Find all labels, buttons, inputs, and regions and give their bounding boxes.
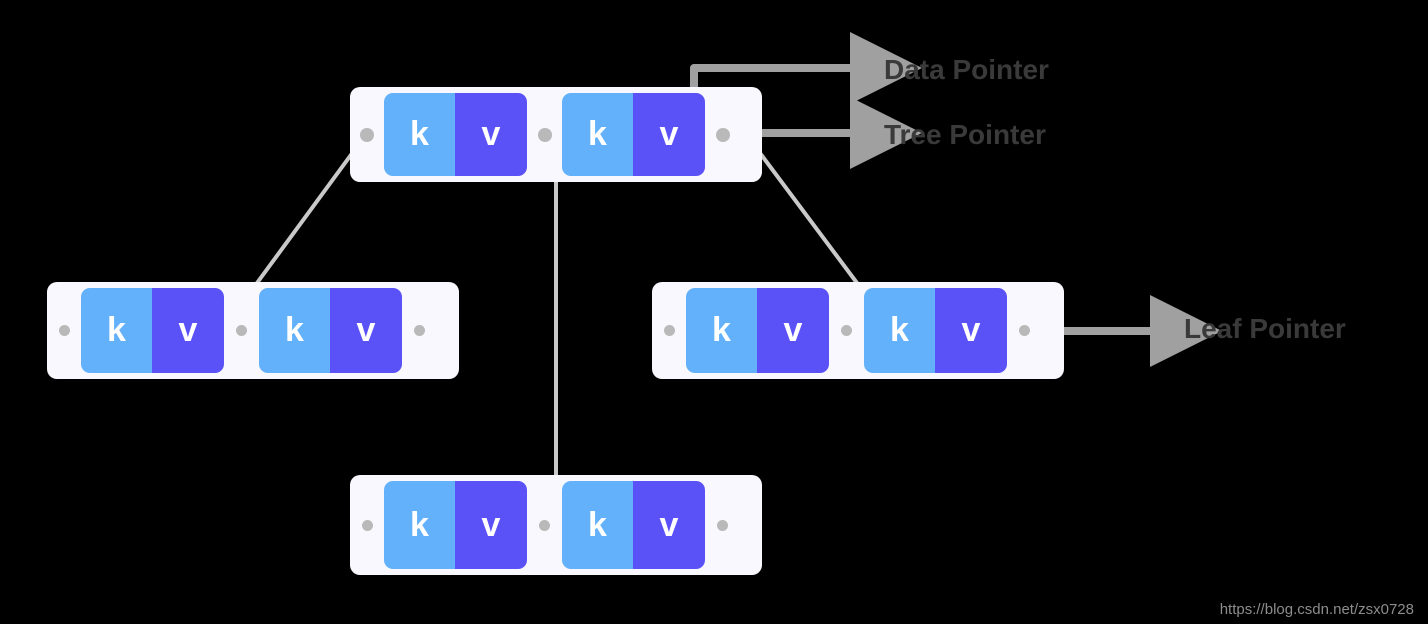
pointer-dot-icon [414,325,425,336]
pointer-dot-icon [537,127,552,142]
label-data-pointer: Data Pointer [884,54,1049,85]
value-cell: v [152,288,224,373]
leaf-left-entry-1[interactable]: k v [259,288,402,373]
pointer-dot-icon [1019,325,1030,336]
leaf-left-pointer-1[interactable] [224,288,259,373]
pointer-dot-icon [841,325,852,336]
leaf-node-left[interactable]: k v k v [47,282,459,379]
leaf-right-pointer-2[interactable] [1007,288,1042,373]
pointer-dot-icon [361,519,373,531]
key-cell: k [81,288,152,373]
key-cell: k [259,288,330,373]
root-node[interactable]: k v k v [350,87,762,182]
root-pointer-1[interactable] [527,93,562,176]
leaf-node-bottom[interactable]: k v k v [350,475,762,575]
pointer-dot-icon [715,127,730,142]
label-leaf-pointer: Leaf Pointer [1184,313,1346,344]
value-cell: v [330,288,402,373]
leaf-right-pointer-1[interactable] [829,288,864,373]
key-cell: k [384,481,455,569]
value-cell: v [455,481,527,569]
value-cell: v [633,481,705,569]
leaf-right-pointer-0[interactable] [652,288,686,373]
key-cell: k [562,93,633,176]
leaf-right-entry-0[interactable]: k v [686,288,829,373]
leaf-left-pointer-2[interactable] [402,288,437,373]
pointer-dot-icon [663,325,675,336]
key-cell: k [562,481,633,569]
root-entry-0[interactable]: k v [384,93,527,176]
value-cell: v [757,288,829,373]
key-cell: k [864,288,935,373]
leaf-right-entry-1[interactable]: k v [864,288,1007,373]
key-cell: k [384,93,455,176]
value-cell: v [633,93,705,176]
pointer-dot-icon [539,519,550,531]
label-tree-pointer: Tree Pointer [884,119,1046,150]
key-cell: k [686,288,757,373]
watermark-url: https://blog.csdn.net/zsx0728 [1219,601,1414,618]
root-entry-1[interactable]: k v [562,93,705,176]
leaf-bottom-pointer-2[interactable] [705,481,740,569]
pointer-dot-icon [360,127,374,142]
value-cell: v [935,288,1007,373]
pointer-dot-icon [236,325,247,336]
value-cell: v [455,93,527,176]
root-pointer-2[interactable] [705,93,740,176]
leaf-left-entry-0[interactable]: k v [81,288,224,373]
leaf-bottom-pointer-1[interactable] [527,481,562,569]
pointer-dot-icon [58,325,70,336]
leaf-bottom-pointer-0[interactable] [350,481,384,569]
leaf-node-right[interactable]: k v k v [652,282,1064,379]
leaf-left-pointer-0[interactable] [47,288,81,373]
pointer-dot-icon [717,519,728,531]
leaf-bottom-entry-0[interactable]: k v [384,481,527,569]
root-pointer-0[interactable] [350,93,384,176]
leaf-bottom-entry-1[interactable]: k v [562,481,705,569]
